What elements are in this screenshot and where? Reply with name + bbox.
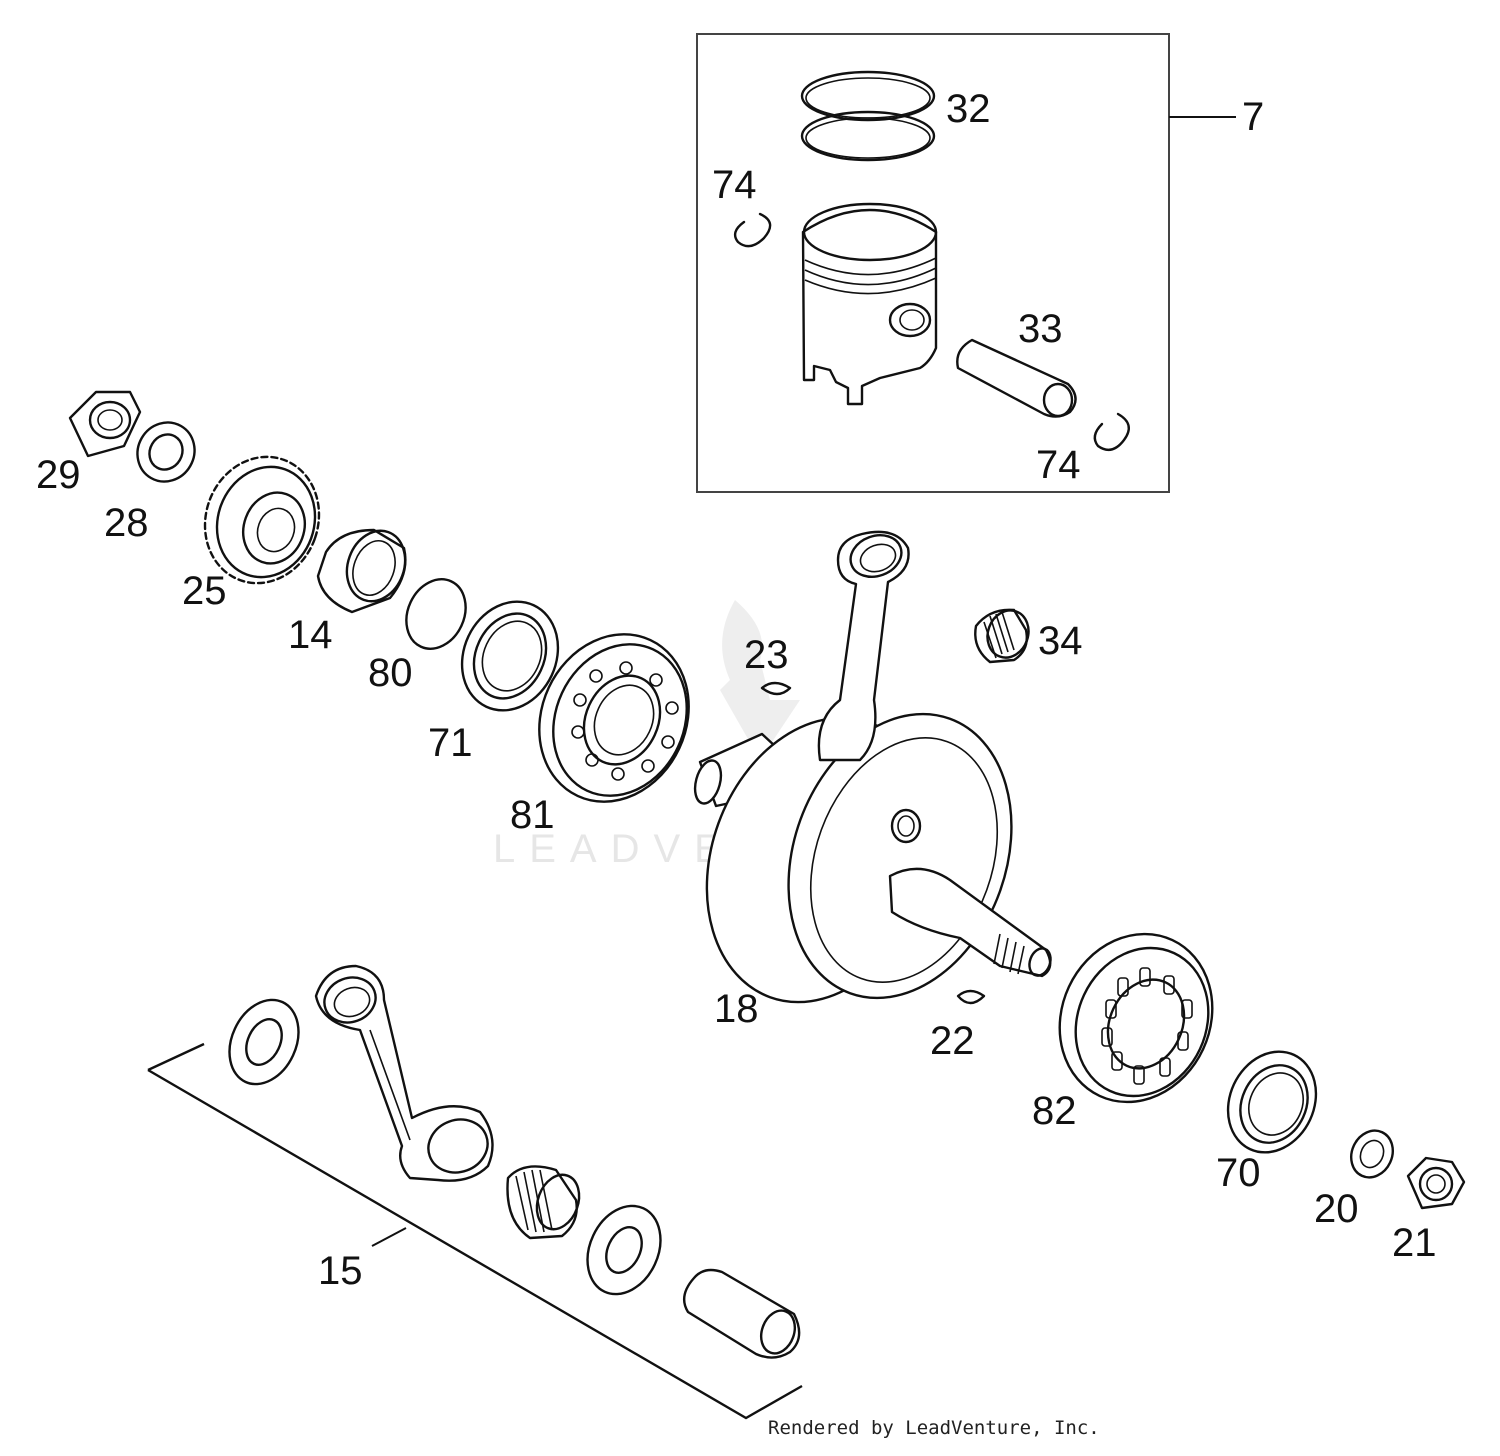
callout-33: 33 xyxy=(1018,307,1063,351)
callout-23: 23 xyxy=(744,633,789,677)
callout-34: 34 xyxy=(1038,619,1083,663)
crankshaft-18 xyxy=(693,530,1052,1004)
callout-7: 7 xyxy=(1242,95,1264,139)
callout-18: 18 xyxy=(714,987,759,1031)
bearing-81 xyxy=(538,633,690,803)
o-ring-80 xyxy=(405,578,467,650)
piston-kit-group: 7 32 74 33 74 xyxy=(696,33,1264,493)
piston-pin xyxy=(956,338,1077,418)
connecting-rod xyxy=(314,964,494,1182)
callout-82: 82 xyxy=(1032,1089,1077,1133)
piston-rings xyxy=(800,70,936,162)
render-credit: Rendered by LeadVenture, Inc. xyxy=(768,1417,1100,1439)
washer-28 xyxy=(136,421,196,483)
callout-32: 32 xyxy=(946,87,991,131)
callout-28: 28 xyxy=(104,501,149,545)
circlip-lower xyxy=(1093,412,1130,452)
woodruff-key-23 xyxy=(760,681,792,696)
circlip-upper xyxy=(733,212,772,248)
piston-kit-box xyxy=(696,33,1170,493)
callout-20: 20 xyxy=(1314,1187,1359,1231)
seal-70 xyxy=(1226,1050,1318,1154)
leader-15 xyxy=(371,1227,407,1247)
seal-71 xyxy=(460,600,560,712)
washer-20 xyxy=(1350,1129,1394,1179)
callout-14: 14 xyxy=(288,613,333,657)
needle-bearing-34 xyxy=(974,608,1030,664)
piston xyxy=(801,202,938,406)
callout-74-upper: 74 xyxy=(712,163,757,207)
callout-29: 29 xyxy=(36,453,81,497)
callout-25: 25 xyxy=(182,569,227,613)
conrod-kit-group: 15 xyxy=(147,964,803,1420)
bearing-82 xyxy=(1058,932,1214,1104)
crank-pin xyxy=(682,1268,801,1359)
callout-70: 70 xyxy=(1216,1151,1261,1195)
nut-21 xyxy=(1406,1156,1466,1210)
callout-74-lower: 74 xyxy=(1036,443,1081,487)
thrust-washer-lower xyxy=(586,1204,662,1296)
woodruff-key-22 xyxy=(956,989,986,1005)
needle-bearing-small xyxy=(506,1165,581,1240)
gear-25 xyxy=(203,455,321,585)
conrod-kit-bracket xyxy=(147,1042,803,1420)
sleeve-14 xyxy=(316,528,407,614)
nut-29 xyxy=(68,390,142,458)
thrust-washer-upper xyxy=(228,998,300,1086)
callout-80: 80 xyxy=(368,651,413,695)
callout-21: 21 xyxy=(1392,1221,1437,1265)
callout-15: 15 xyxy=(318,1249,363,1293)
callout-81: 81 xyxy=(510,793,555,837)
callout-71: 71 xyxy=(428,721,473,765)
watermark-logo xyxy=(720,600,800,760)
callout-22: 22 xyxy=(930,1019,975,1063)
